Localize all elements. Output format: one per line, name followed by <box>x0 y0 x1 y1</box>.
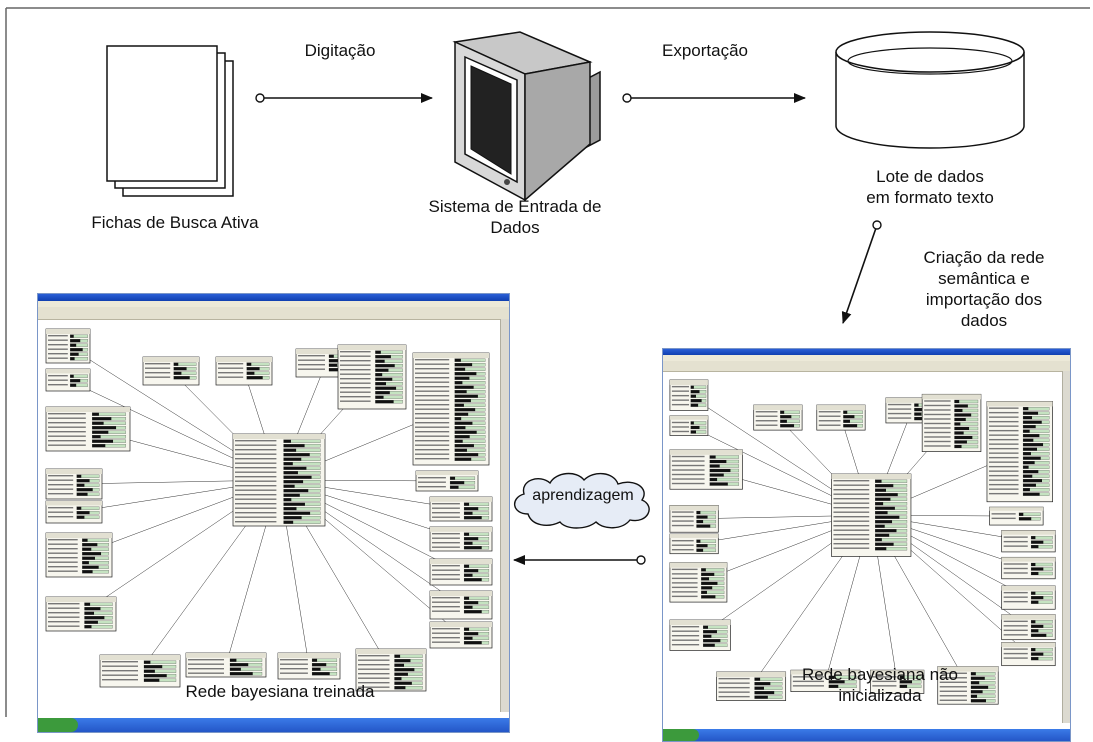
bayes-network-graph <box>45 328 493 692</box>
network-node <box>986 401 1053 503</box>
label-digitacao: Digitação <box>304 41 376 60</box>
network-node <box>989 506 1044 526</box>
network-node <box>669 415 709 436</box>
network-node <box>45 468 103 500</box>
network-node <box>185 652 267 678</box>
start-button <box>38 718 78 732</box>
network-node <box>669 379 709 411</box>
network-node <box>1001 642 1056 667</box>
label-exportacao: Exportação <box>662 41 748 60</box>
windows-taskbar <box>663 729 1070 741</box>
network-node <box>669 449 743 490</box>
diagram-frame <box>5 7 1090 717</box>
network-node <box>937 666 999 705</box>
network-node <box>816 404 866 431</box>
label-aprendizagem: aprendizagem <box>532 487 634 504</box>
network-node <box>415 470 479 492</box>
network-node <box>429 621 493 649</box>
network-node <box>277 652 341 680</box>
network-node <box>215 356 273 386</box>
window-titlebar <box>38 294 509 301</box>
network-node <box>669 505 719 533</box>
arrow-criacao <box>841 220 882 324</box>
windows-taskbar <box>38 718 509 732</box>
label-criacao: Criação da rede semântica e importação d… <box>923 248 1045 330</box>
network-node <box>716 671 787 701</box>
network-node <box>1001 530 1056 553</box>
network-node <box>45 368 91 392</box>
network-node <box>429 590 493 620</box>
network-node <box>142 356 200 386</box>
network-node <box>412 352 490 466</box>
arrows-layer <box>255 93 882 565</box>
network-node <box>45 596 117 632</box>
workflow-diagram: Fichas de Busca Ativa Digitação Sistema … <box>5 7 1090 742</box>
cloud-shape <box>514 472 650 529</box>
network-node <box>355 648 427 692</box>
network-node <box>669 619 731 651</box>
network-node <box>921 393 982 452</box>
network-node <box>1001 614 1056 641</box>
network-node <box>45 532 113 578</box>
label-rede-treinada: Rede bayesiana treinada <box>185 682 375 701</box>
documents-icon <box>106 45 234 197</box>
network-node-central <box>831 473 912 557</box>
label-rede-nao-inicializada: Rede bayesiana não inicializada <box>802 665 958 705</box>
network-node <box>869 669 925 694</box>
trained-network-screenshot <box>37 293 510 733</box>
network-node <box>429 558 493 586</box>
arrow-digitacao <box>255 93 433 103</box>
window-toolbar <box>663 361 1070 372</box>
arrow-aprendizagem <box>513 555 646 565</box>
network-node <box>337 344 407 410</box>
network-node <box>753 404 803 431</box>
network-node <box>429 496 493 522</box>
network-node <box>1001 556 1056 580</box>
network-node <box>45 328 91 364</box>
window-menubar <box>38 301 509 307</box>
network-node <box>669 562 728 603</box>
window-toolbar <box>38 307 509 320</box>
arrow-exportacao <box>622 93 806 103</box>
network-node <box>1001 585 1056 610</box>
window-menubar <box>663 355 1070 361</box>
window-scrollbar <box>500 319 509 712</box>
uninitialized-network-screenshot <box>662 348 1071 742</box>
window-titlebar <box>663 349 1070 355</box>
network-node <box>45 500 103 524</box>
label-lote: Lote de dados em formato texto <box>866 167 994 207</box>
database-cylinder-icon <box>835 31 1025 149</box>
network-node <box>669 533 719 555</box>
label-fichas: Fichas de Busca Ativa <box>91 213 259 232</box>
window-scrollbar <box>1062 371 1070 723</box>
bayes-network-graph <box>669 379 1056 705</box>
network-node <box>790 669 861 693</box>
network-node <box>429 526 493 552</box>
computer-monitor-icon <box>452 31 601 202</box>
label-sistema: Sistema de Entrada de Dados <box>428 197 602 237</box>
start-button <box>663 729 699 741</box>
network-node <box>99 654 181 688</box>
network-node <box>45 406 131 452</box>
network-node-central <box>232 433 326 527</box>
